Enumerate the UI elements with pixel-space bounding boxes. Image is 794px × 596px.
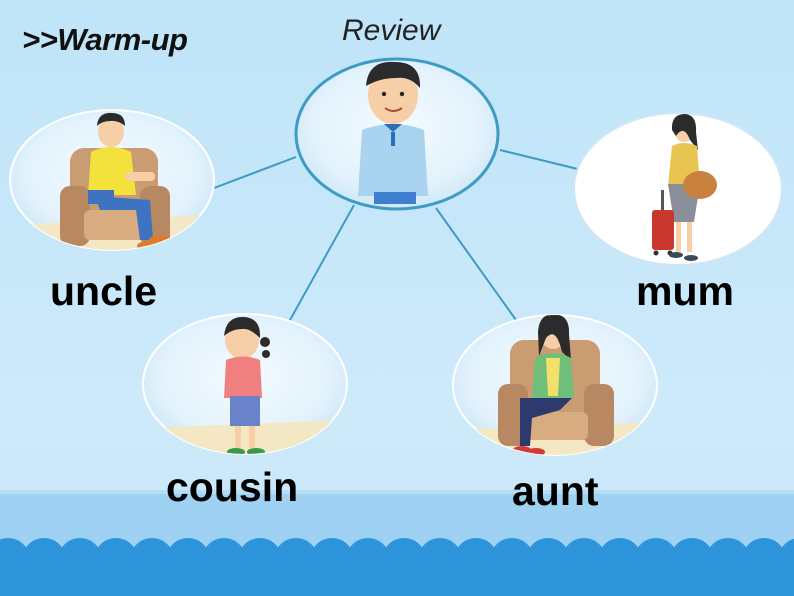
- word-uncle: uncle: [50, 268, 158, 314]
- boy-illustration: [358, 61, 428, 204]
- connector-cousin: [289, 204, 355, 321]
- mum-bubble: [573, 112, 783, 266]
- connector-lines: [213, 149, 591, 321]
- cousin-bubble: [142, 313, 348, 455]
- uncle-illustration: [10, 112, 214, 250]
- uncle-bubble: [9, 109, 215, 251]
- connector-aunt: [435, 207, 517, 321]
- aunt-illustration: [453, 315, 657, 455]
- connector-mum: [499, 149, 591, 173]
- word-aunt: aunt: [512, 468, 599, 514]
- connector-uncle: [213, 156, 297, 189]
- footer-wave-band: [0, 490, 794, 596]
- aunt-bubble: [452, 314, 658, 456]
- word-cousin: cousin: [166, 464, 299, 510]
- mum-illustration: [652, 114, 717, 261]
- center-bubble: [294, 57, 500, 211]
- slide-heading: >>Warm-up: [22, 22, 188, 57]
- review-label: Review: [342, 14, 441, 47]
- word-mum: mum: [636, 268, 734, 314]
